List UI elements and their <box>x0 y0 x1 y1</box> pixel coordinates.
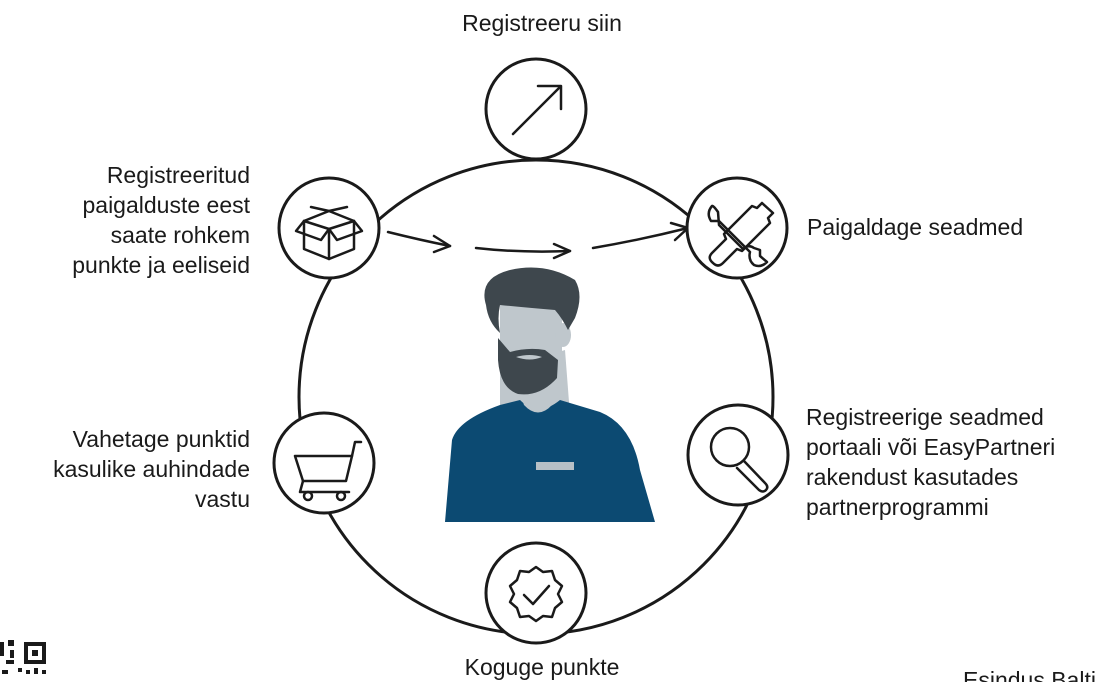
shopping-cart-icon <box>293 440 363 502</box>
step-more-points <box>277 176 381 280</box>
label-exchange-points: Vahetage punktid kasulike auhindade vast… <box>53 426 250 512</box>
label-register-here: Registreeru siin <box>462 10 622 36</box>
installer-person-illustration <box>445 267 655 522</box>
arrow-up-right-icon <box>511 84 563 136</box>
step-register-here <box>484 57 588 161</box>
flow-arrow-head <box>432 234 452 254</box>
flow-arrow <box>474 246 572 253</box>
flow-arrow <box>591 226 690 250</box>
label-install-devices: Paigaldage seadmed <box>807 214 1024 240</box>
step-install-devices <box>685 176 789 280</box>
step-register-devices <box>686 403 790 507</box>
check-badge-icon <box>508 565 564 623</box>
footer-text: Esindus Balti <box>963 667 1096 682</box>
magnifier-icon <box>709 426 769 493</box>
step-exchange-points <box>272 411 376 515</box>
label-collect-points: Koguge punkte <box>464 654 620 680</box>
step-collect-points <box>484 541 588 645</box>
label-more-points: Registreeritud paigalduste eest saate ro… <box>72 162 250 278</box>
label-register-devices: Registreerige seadmed portaali või EasyP… <box>806 404 1056 520</box>
flow-arrow <box>386 230 452 248</box>
wrench-screwdriver-icon <box>707 201 775 268</box>
flow-arrow-head <box>552 242 572 260</box>
qr-code-icon <box>0 640 46 674</box>
name-badge <box>536 462 574 470</box>
flow-arrows <box>386 221 690 260</box>
open-box-icon <box>294 205 364 261</box>
